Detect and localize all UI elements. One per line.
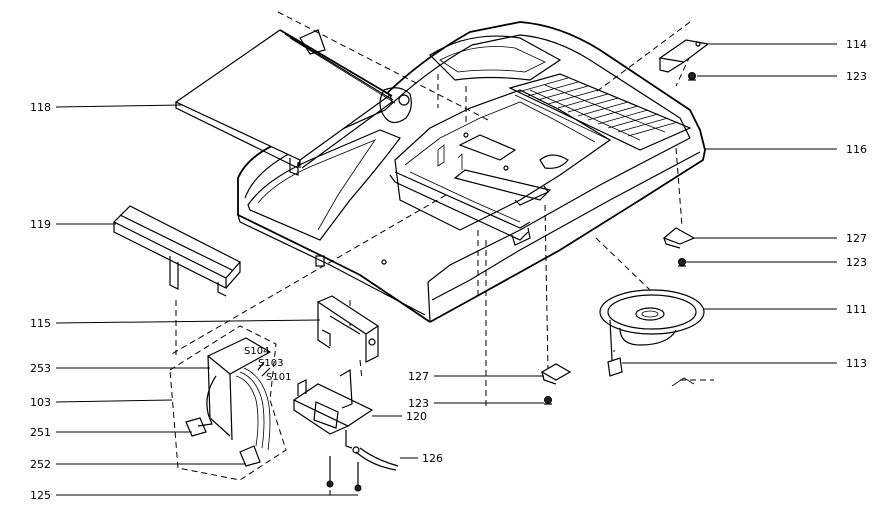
assembly-guides bbox=[169, 11, 691, 410]
screw-123-left bbox=[544, 396, 552, 405]
callout-114: 114 bbox=[846, 38, 867, 51]
loudspeaker bbox=[599, 289, 705, 377]
switch-label-s104: S104 bbox=[244, 346, 269, 357]
callout-111: 111 bbox=[846, 303, 867, 316]
callout-127-right: 127 bbox=[846, 232, 867, 245]
chassis-bracket-115 bbox=[316, 295, 380, 363]
callout-118: 118 bbox=[30, 101, 51, 114]
cassette-lid bbox=[174, 29, 412, 176]
cable-126 bbox=[352, 446, 399, 471]
callout-119: 119 bbox=[30, 218, 51, 231]
callout-253: 253 bbox=[30, 362, 51, 375]
callout-123-left: 123 bbox=[408, 397, 429, 410]
screw-123-top bbox=[688, 72, 696, 81]
clip-127-left bbox=[540, 363, 572, 385]
switch-label-s103: S103 bbox=[258, 358, 283, 369]
callout-120: 120 bbox=[406, 410, 427, 423]
speaker-grille bbox=[508, 73, 692, 151]
screw-123-mid bbox=[678, 258, 686, 267]
switch-bracket-120 bbox=[292, 368, 374, 449]
callout-116: 116 bbox=[846, 143, 867, 156]
callout-115: 115 bbox=[30, 317, 51, 330]
callout-123-top: 123 bbox=[846, 70, 867, 83]
cabinet-housing bbox=[237, 21, 706, 323]
callout-252: 252 bbox=[30, 458, 51, 471]
callout-251: 251 bbox=[30, 426, 51, 439]
switch-pcb-module bbox=[169, 325, 287, 481]
screws-125 bbox=[326, 456, 362, 492]
direction-mark bbox=[671, 377, 695, 387]
callout-113: 113 bbox=[846, 357, 867, 370]
callout-127-left: 127 bbox=[408, 370, 429, 383]
switch-labels: S104 S103 S101 bbox=[244, 346, 291, 383]
leader-lines bbox=[55, 43, 837, 496]
callout-labels: 114 123 118 116 119 127 123 111 115 253 … bbox=[30, 38, 867, 502]
callout-103: 103 bbox=[30, 396, 51, 409]
switch-label-s101: S101 bbox=[266, 372, 291, 383]
bracket-114 bbox=[658, 39, 710, 73]
callout-123-mid: 123 bbox=[846, 256, 867, 269]
handle-bar bbox=[112, 205, 241, 297]
callout-126: 126 bbox=[422, 452, 443, 465]
callout-125: 125 bbox=[30, 489, 51, 502]
clip-127-right bbox=[662, 227, 696, 249]
